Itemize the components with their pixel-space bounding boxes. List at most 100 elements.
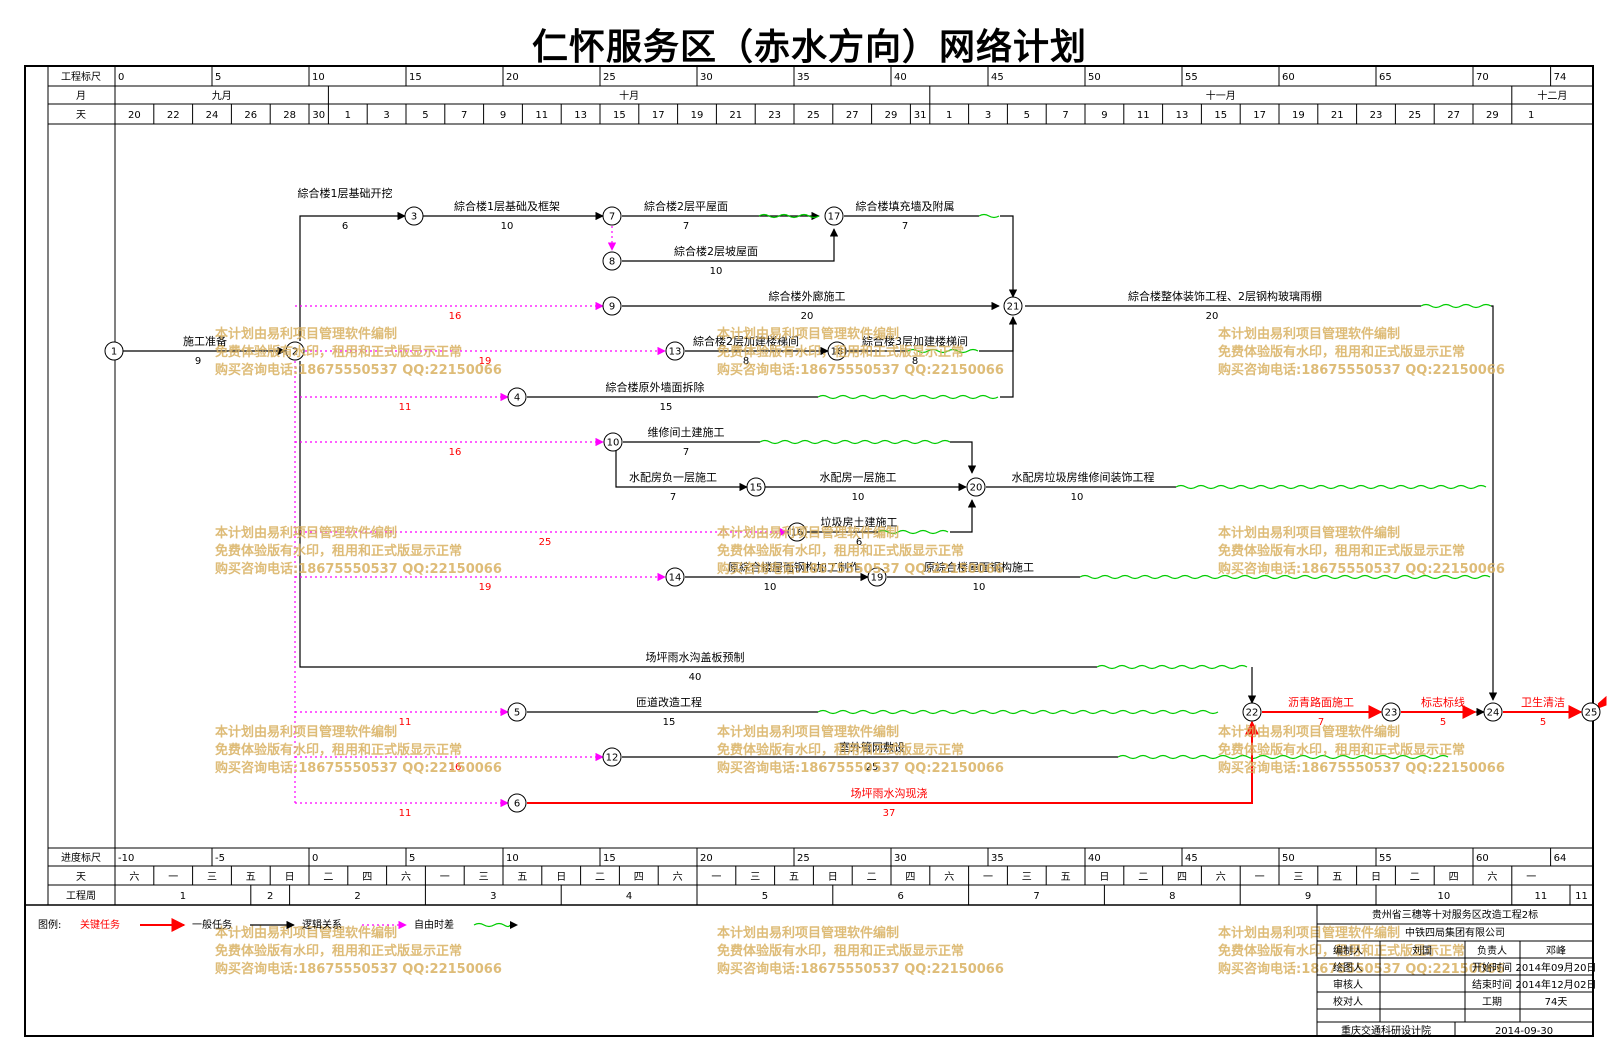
watermark-line: 购买咨询电话:18675550537 QQ:22150066 [215,561,502,577]
weekday-label: 六 [129,871,139,883]
project-tick: 20 [506,72,519,83]
day-label: 13 [1176,110,1189,121]
node-8[interactable]: 8 [602,251,622,271]
node-10[interactable]: 10 [603,432,623,452]
tb-project: 贵州省三穗等十对服务区改造工程2标 [1372,908,1538,921]
node-23[interactable]: 23 [1381,702,1401,722]
watermark-line: 本计划由易利项目管理软件编制 [717,525,899,541]
node-13[interactable]: 13 [665,341,685,361]
watermark-line: 免费体验版有水印，租用和正式版显示正常 [1218,344,1465,360]
week-label: 3 [490,891,496,902]
page-title: 仁怀服务区（赤水方向）网络计划 [531,26,1087,68]
activity-label: 綜合楼外廊施工 [769,289,846,303]
activity[interactable]: 水配房一层施工 10 [820,471,897,503]
node-24[interactable]: 24 [1483,702,1503,722]
node-14[interactable]: 14 [665,567,685,587]
node-9[interactable]: 9 [602,296,622,316]
watermark-line: 免费体验版有水印，租用和正式版显示正常 [215,943,462,959]
progress-tick: 5 [409,853,415,864]
node-22[interactable]: 22 [1242,702,1262,722]
free-float-value: 11 [399,808,412,819]
day-label: 7 [1062,110,1068,121]
day-label: 17 [1253,110,1266,121]
activity-duration: 15 [660,402,673,413]
day-label: 1 [345,110,351,121]
project-tick: 65 [1379,72,1392,83]
node-25[interactable]: 25 [1581,702,1601,722]
progress-tick: -5 [215,853,225,864]
legend-critical-label: 关键任务 [80,918,120,931]
watermark-line: 购买咨询电话:18675550537 QQ:22150066 [215,760,502,776]
node-17[interactable]: 17 [824,206,844,226]
project-tick: 25 [603,72,616,83]
progress-tick: -10 [118,853,134,864]
day-label: 1 [1528,110,1534,121]
node-number: 8 [609,257,615,268]
watermark: 本计划由易利项目管理软件编制免费体验版有水印，租用和正式版显示正常购买咨询电话:… [215,724,502,776]
watermark-line: 购买咨询电话:18675550537 QQ:22150066 [717,362,1004,378]
node-5[interactable]: 5 [507,702,527,722]
progress-tick: 40 [1088,853,1101,864]
node-7[interactable]: 7 [602,206,622,226]
node-2[interactable]: 2 [285,341,305,361]
activity-duration: 10 [1071,492,1084,503]
watermark: 本计划由易利项目管理软件编制免费体验版有水印，租用和正式版显示正常购买咨询电话:… [215,925,502,977]
node-number: 16 [791,528,804,539]
node-number: 4 [514,393,520,404]
watermark-line: 购买咨询电话:18675550537 QQ:22150066 [717,760,1004,776]
node-3[interactable]: 3 [404,206,424,226]
node-12[interactable]: 12 [602,747,622,767]
legend-title: 图例: [38,918,61,931]
node-16[interactable]: 16 [787,522,807,542]
node-15[interactable]: 15 [746,477,766,497]
weekday-label: 一 [1526,872,1536,883]
weekday-label: 日 [556,872,566,883]
node-21[interactable]: 21 [1003,296,1023,316]
activity-label: 沥青路面施工 [1288,696,1354,709]
day-label: 9 [1101,110,1107,121]
node-4[interactable]: 4 [507,387,527,407]
watermark-line: 本计划由易利项目管理软件编制 [215,525,397,541]
watermark-line: 本计划由易利项目管理软件编制 [717,326,899,342]
node-number: 20 [970,483,983,494]
node-18[interactable]: 18 [827,341,847,361]
day-label: 17 [652,110,665,121]
node-6[interactable]: 6 [507,793,527,813]
node-19[interactable]: 19 [867,567,887,587]
activity-duration: 5 [1540,717,1546,728]
activity-label: 水配房一层施工 [820,471,897,484]
node-1[interactable]: 1 [104,341,124,361]
watermark-line: 购买咨询电话:18675550537 QQ:22150066 [1218,362,1505,378]
activity-duration: 10 [852,492,865,503]
tb-end: 2014年12月02日 [1516,978,1597,991]
node-20[interactable]: 20 [966,477,986,497]
activity-duration: 6 [856,537,862,548]
